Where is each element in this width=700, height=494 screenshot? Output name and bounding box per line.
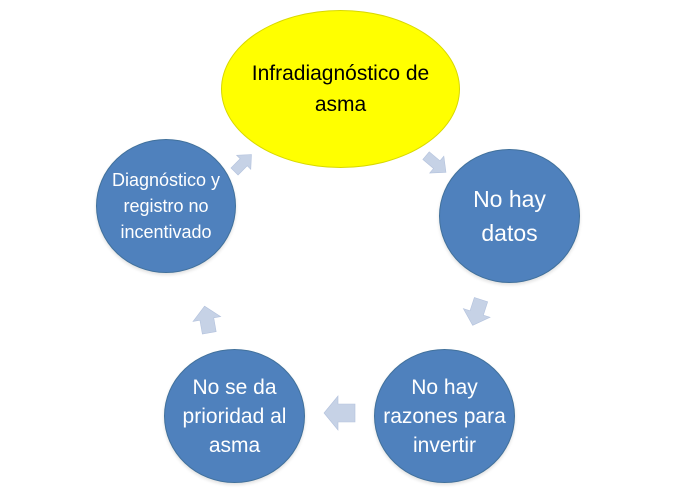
node-no-hay-razones-label: No hay razones para invertir xyxy=(383,375,506,457)
arrow-prioridad-to-registro xyxy=(192,305,222,335)
arrow-main-to-datos xyxy=(422,151,447,174)
arrow-datos-to-razones xyxy=(462,297,491,326)
arrow-registro-to-main xyxy=(230,154,252,176)
arrow-razones-to-prioridad xyxy=(323,395,356,431)
node-no-prioridad-label: No se da prioridad al asma xyxy=(182,375,287,457)
node-diagnostico-registro: Diagnóstico y registro no incentivado xyxy=(96,139,236,273)
node-no-hay-razones: No hay razones para invertir xyxy=(374,349,515,483)
node-no-hay-datos: No hay datos xyxy=(439,149,580,283)
node-infradiagnostico-label: Infradiagnóstico de asma xyxy=(251,62,430,116)
node-diagnostico-registro-label: Diagnóstico y registro no incentivado xyxy=(111,170,221,242)
node-no-prioridad: No se da prioridad al asma xyxy=(164,349,305,483)
node-infradiagnostico: Infradiagnóstico de asma xyxy=(221,10,460,168)
node-no-hay-datos-label: No hay datos xyxy=(473,186,546,246)
